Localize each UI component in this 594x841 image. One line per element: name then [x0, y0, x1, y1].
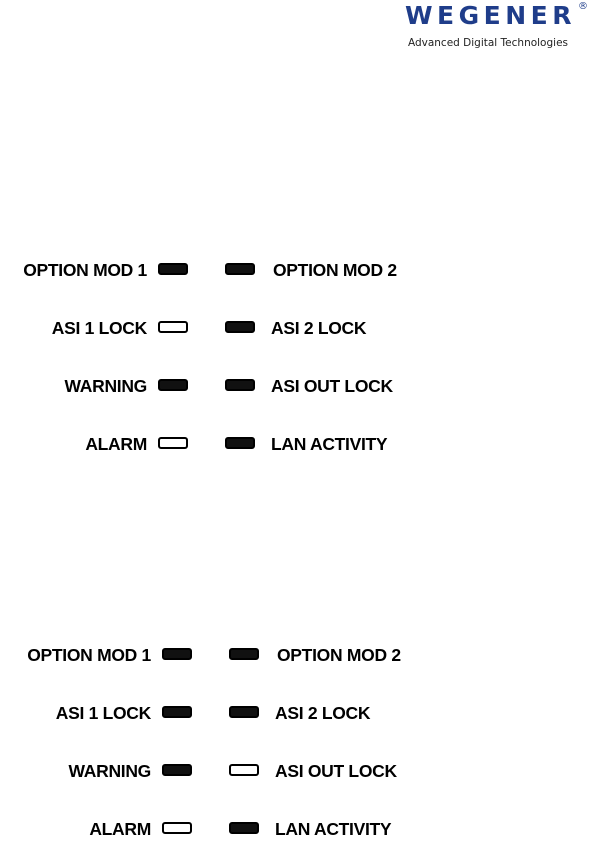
label-lan-activity: LAN ACTIVITY [275, 819, 392, 839]
led-indicator-asi-1-lock [162, 706, 192, 718]
led-indicator-lan-activity [225, 437, 255, 449]
label-lan-activity: LAN ACTIVITY [271, 434, 388, 454]
logo-tagline: Advanced Digital Technologies [407, 37, 568, 49]
led-indicator-asi-1-lock [158, 321, 188, 333]
led-indicator-asi-out-lock [225, 379, 255, 391]
led-row-option-mod: OPTION MOD 1 OPTION MOD 2 [0, 258, 440, 282]
led-indicator-warning [162, 764, 192, 776]
led-row-alarm: ALARM LAN ACTIVITY [0, 432, 440, 456]
led-indicator-option-mod-1 [162, 648, 192, 660]
label-asi-2-lock: ASI 2 LOCK [271, 318, 367, 338]
led-indicator-option-mod-2 [229, 648, 259, 660]
label-option-mod-1: OPTION MOD 1 [27, 645, 151, 665]
label-asi-out-lock: ASI OUT LOCK [275, 761, 397, 781]
label-warning: WARNING [68, 761, 152, 781]
label-asi-1-lock: ASI 1 LOCK [55, 703, 152, 723]
registered-mark: ® [578, 1, 588, 12]
label-option-mod-2: OPTION MOD 2 [273, 260, 397, 280]
led-row-asi-lock: ASI 1 LOCK ASI 2 LOCK [0, 316, 440, 340]
led-row-warning: WARNING ASI OUT LOCK [0, 374, 440, 398]
label-asi-1-lock: ASI 1 LOCK [51, 318, 148, 338]
label-asi-2-lock: ASI 2 LOCK [275, 703, 371, 723]
led-row-alarm: ALARM LAN ACTIVITY [0, 817, 440, 841]
led-indicator-option-mod-1 [158, 263, 188, 275]
label-asi-out-lock: ASI OUT LOCK [271, 376, 393, 396]
led-indicator-option-mod-2 [225, 263, 255, 275]
led-indicator-asi-out-lock [229, 764, 259, 776]
label-option-mod-1: OPTION MOD 1 [23, 260, 147, 280]
led-indicator-asi-2-lock [225, 321, 255, 333]
led-row-asi-lock: ASI 1 LOCK ASI 2 LOCK [0, 701, 440, 725]
label-option-mod-2: OPTION MOD 2 [277, 645, 401, 665]
led-indicator-alarm [162, 822, 192, 834]
led-row-option-mod: OPTION MOD 1 OPTION MOD 2 [0, 643, 440, 667]
wegener-logo: WEGENER ® Advanced Digital Technologies [390, 0, 590, 54]
label-warning: WARNING [64, 376, 148, 396]
led-row-warning: WARNING ASI OUT LOCK [0, 759, 440, 783]
led-indicator-alarm [158, 437, 188, 449]
led-indicator-warning [158, 379, 188, 391]
led-indicator-lan-activity [229, 822, 259, 834]
led-indicator-asi-2-lock [229, 706, 259, 718]
logo-wordmark: WEGENER [404, 1, 576, 30]
label-alarm: ALARM [85, 434, 147, 454]
label-alarm: ALARM [89, 819, 151, 839]
